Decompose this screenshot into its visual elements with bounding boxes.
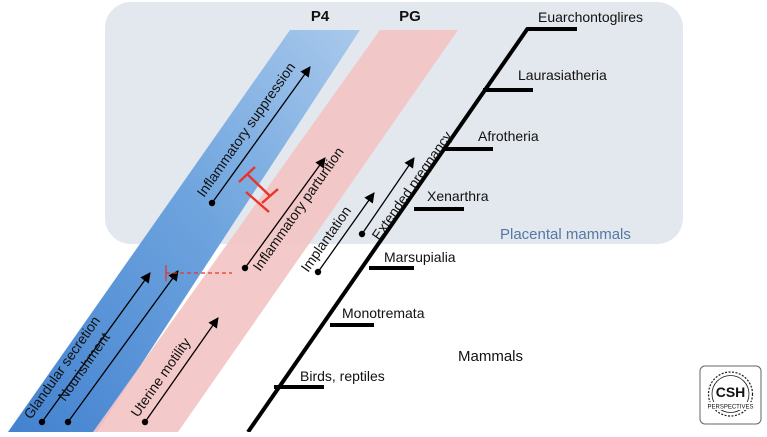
arrow-inflammatory-suppression — [211, 66, 311, 204]
arrow-nourishment — [67, 270, 179, 423]
start-dot-glandular-secretion — [38, 418, 46, 426]
mammals-label: Mammals — [458, 348, 523, 365]
p4-label: P4 — [311, 8, 330, 25]
mutual-inhibition — [238, 166, 279, 213]
clade-marsupialia: Marsupialia — [384, 249, 456, 265]
tree-trunk — [246, 26, 530, 434]
csh-perspectives-logo: CSH PERSPECTIVES — [699, 365, 762, 425]
clade-euarchontoglires: Euarchontoglires — [538, 9, 643, 25]
phylogenetic-tree — [246, 26, 577, 434]
start-dot-uterine-motility — [141, 418, 149, 426]
placental-mammals-label: Placental mammals — [500, 226, 631, 243]
start-dot-nourishment — [64, 418, 72, 426]
arrow-implantation — [317, 192, 375, 273]
arrow-extended-pregnancy — [361, 157, 415, 235]
start-dot-extended-pregnancy — [358, 230, 366, 238]
arrow-inflammatory-parturition — [244, 157, 326, 269]
start-dot-inflammatory-suppression — [208, 199, 216, 207]
arrow-uterine-motility — [144, 317, 219, 423]
clade-afrotheria: Afrotheria — [478, 128, 539, 144]
arrow-glandular-secretion — [41, 272, 151, 423]
start-dot-inflammatory-parturition — [241, 264, 249, 272]
clade-birds-reptiles: Birds, reptiles — [300, 368, 385, 384]
pg-label: PG — [399, 8, 421, 25]
clade-laurasiatheria: Laurasiatheria — [518, 67, 607, 83]
start-dot-implantation — [314, 268, 322, 276]
p4-band — [8, 30, 360, 432]
logo-title: CSH — [716, 384, 746, 400]
logo-subtitle: PERSPECTIVES — [707, 405, 753, 411]
clade-xenarthra: Xenarthra — [427, 188, 489, 204]
clade-monotremata: Monotremata — [342, 305, 425, 321]
inhibition-dashed-line — [165, 265, 232, 281]
pg-band — [93, 30, 458, 432]
